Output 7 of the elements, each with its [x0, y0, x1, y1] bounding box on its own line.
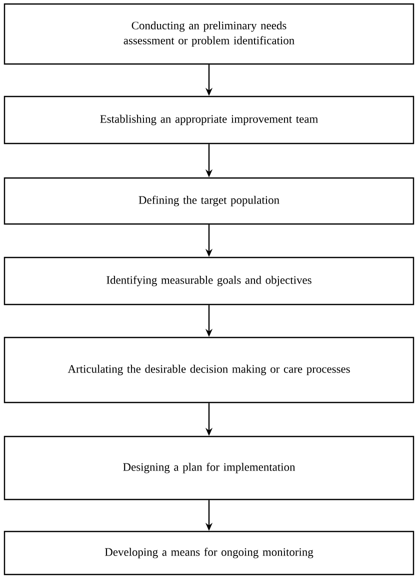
process-box: Establishing an appropriate improvement team — [4, 96, 414, 144]
process-box: Defining the target population — [4, 177, 414, 225]
process-box: Identifying measurable goals and objectives — [4, 256, 414, 306]
process-box: Developing a means for ongoing monitoring — [4, 530, 414, 576]
process-box: Conducting an preliminary needs assessment or problem identification — [4, 3, 414, 65]
process-box: Articulating the desirable decision making or care processes — [4, 336, 414, 404]
process-box: Designing a plan for implementation — [4, 436, 414, 500]
